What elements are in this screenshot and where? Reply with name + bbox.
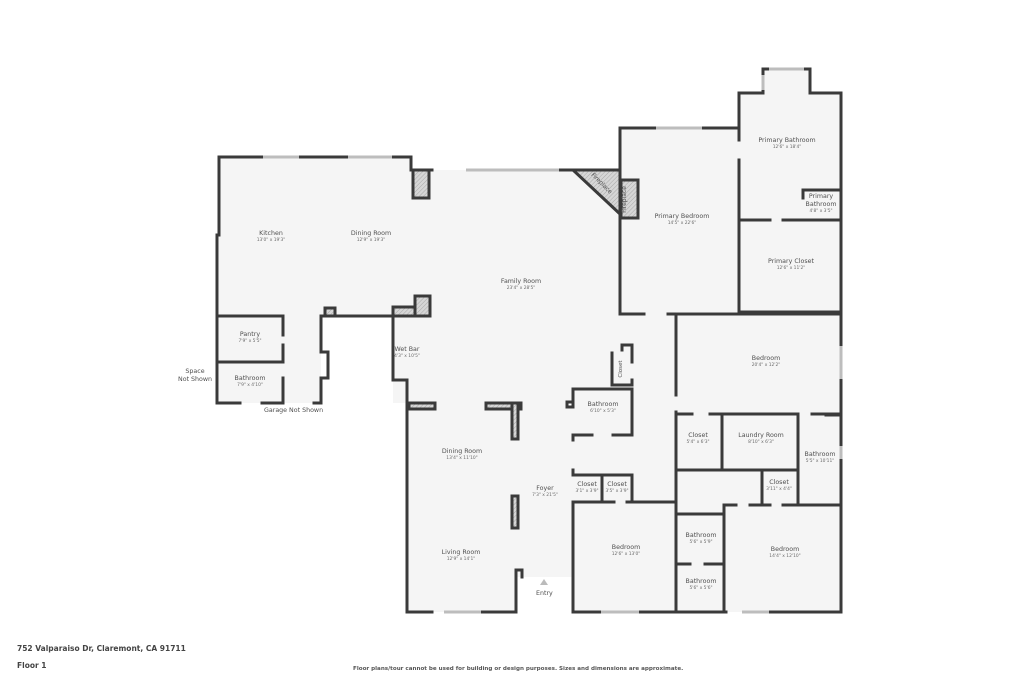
space-not-shown-line1: Space — [185, 368, 205, 375]
closet-vertical-label: Closet — [618, 360, 624, 378]
entry-label: Entry — [536, 590, 553, 597]
disclaimer-text: Floor plans/tour cannot be used for buil… — [353, 666, 684, 672]
walls — [215, 67, 843, 614]
space-not-shown-note: Space Not Shown — [178, 368, 212, 384]
property-address: 752 Valparaiso Dr, Claremont, CA 91711 — [17, 644, 186, 653]
floor-fills — [219, 69, 841, 612]
floor-label: Floor 1 — [17, 661, 47, 670]
space-not-shown-line2: Not Shown — [178, 376, 213, 383]
fireplace-label-vertical: Fireplace — [620, 186, 628, 213]
garage-not-shown-note: Garage Not Shown — [264, 407, 324, 414]
entry-arrow-icon — [540, 579, 548, 585]
windows — [263, 67, 843, 614]
